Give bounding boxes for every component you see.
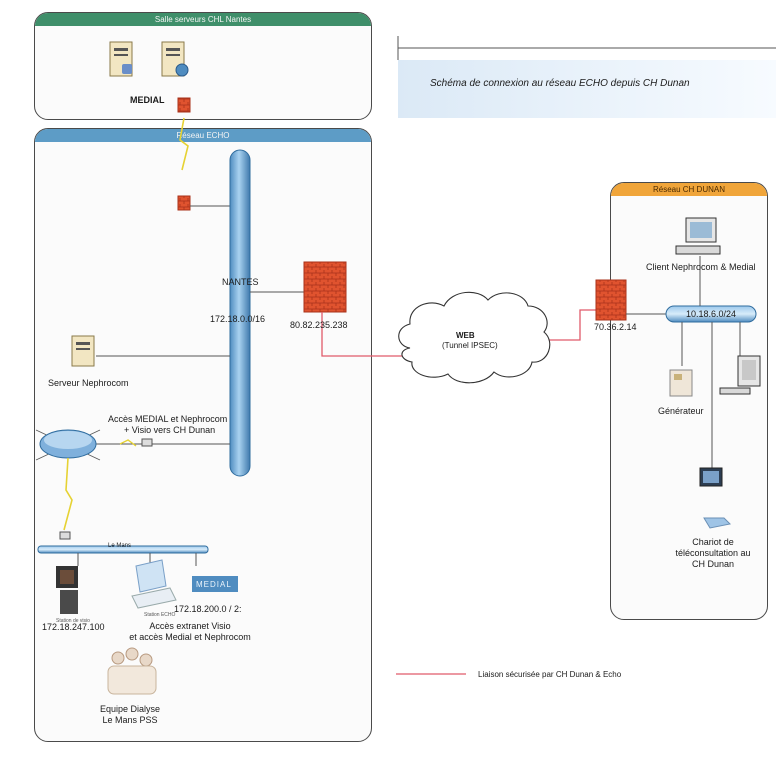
secure-link-echo bbox=[321, 312, 412, 357]
panel-dunan: Réseau CH DUNAN bbox=[610, 182, 768, 620]
panel-medial-header: Salle serveurs CHL Nantes bbox=[35, 13, 371, 26]
server-nephrocom-icon bbox=[71, 335, 95, 367]
medial-label: MEDIAL bbox=[130, 95, 165, 105]
secure-link-dunan bbox=[540, 309, 602, 341]
cloud-icon bbox=[398, 291, 551, 384]
team-label-1: Equipe Dialyse bbox=[99, 704, 161, 714]
router-link-bolt bbox=[119, 439, 137, 447]
cart-label-1: Chariot de bbox=[692, 537, 734, 547]
server-icon bbox=[109, 41, 133, 77]
nantes-subnet-label: 172.18.0.0/16 bbox=[210, 314, 266, 324]
medial-ip: 172.18.200.0 / 2: bbox=[174, 604, 242, 614]
title-box bbox=[398, 60, 776, 118]
dunan-lan-pipe bbox=[665, 305, 757, 323]
nantes-backbone bbox=[229, 149, 251, 477]
dunan-subnet: 10.18.6.0/24 bbox=[686, 309, 737, 319]
visio-station-icon bbox=[56, 566, 78, 614]
cart-label-3: CH Dunan bbox=[691, 559, 735, 569]
panel-dunan-header: Réseau CH DUNAN bbox=[611, 183, 767, 196]
medial-connector-icon bbox=[177, 97, 191, 113]
medial-link bbox=[179, 117, 189, 171]
dunan-firewall-ip: 70.36.2.14 bbox=[594, 322, 637, 332]
medial-logo-box bbox=[192, 576, 238, 592]
router-icon bbox=[35, 429, 101, 461]
panel-medial-servers: Salle serveurs CHL Nantes bbox=[34, 12, 372, 120]
firewall-icon bbox=[303, 261, 347, 313]
visio-ip: 172.18.247.100 bbox=[42, 622, 105, 632]
people-icon bbox=[107, 647, 157, 695]
nantes-label: NANTES bbox=[222, 277, 259, 287]
globe-server-icon bbox=[161, 41, 189, 77]
extranet-label-2: et accès Medial et Nephrocom bbox=[129, 632, 251, 642]
laptop-icon bbox=[131, 559, 177, 609]
lemans-lan-pipe bbox=[37, 545, 209, 554]
computer-icon bbox=[675, 217, 721, 255]
generator-label: Générateur bbox=[658, 406, 704, 416]
team-label-2: Le Mans PSS bbox=[102, 715, 158, 725]
router-connector-icon bbox=[141, 438, 153, 447]
extranet-label-1: Accès extranet Visio bbox=[149, 621, 231, 631]
camera-icon bbox=[699, 467, 732, 529]
laptop-caption: Station ECHO bbox=[144, 612, 176, 618]
cart-label-2: téléconsultation au bbox=[675, 548, 751, 558]
generator-icon bbox=[669, 369, 693, 397]
router-lan-link bbox=[63, 457, 73, 531]
dunan-firewall-icon bbox=[595, 279, 627, 321]
router-label-2: + Visio vers CH Dunan bbox=[124, 425, 216, 435]
panel-echo-header: Réseau ECHO bbox=[35, 129, 371, 142]
echo-firewall-ip: 80.82.235.238 bbox=[290, 320, 348, 330]
client-label: Client Nephrocom & Medial bbox=[646, 262, 756, 272]
router-label-1: Accès MEDIAL et Nephrocom bbox=[108, 414, 228, 424]
computer-icon-2 bbox=[719, 355, 761, 395]
lemans-label: Le Mans bbox=[108, 543, 132, 549]
echo-connector-icon bbox=[177, 195, 191, 211]
visio-caption: Station de visio bbox=[56, 618, 90, 624]
legend-label: Liaison sécurisée par CH Dunan & Echo bbox=[478, 670, 622, 679]
web-label: WEB bbox=[456, 331, 475, 340]
diagram-title: Schéma de connexion au réseau ECHO depui… bbox=[430, 78, 690, 89]
server-nephrocom-label: Serveur Nephrocom bbox=[48, 378, 129, 388]
web-sublabel: (Tunnel IPSEC) bbox=[442, 341, 498, 350]
medial-logo-text: MEDIAL bbox=[196, 580, 232, 589]
